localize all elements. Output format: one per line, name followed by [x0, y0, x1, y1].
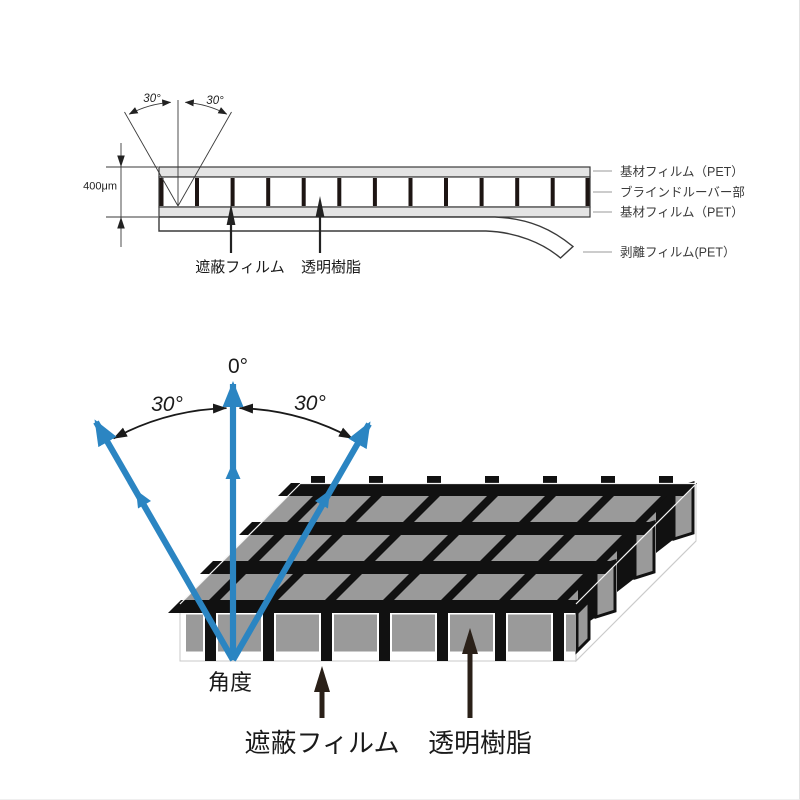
row-end-caps	[575, 480, 695, 655]
base-film-top-layer	[158, 166, 591, 178]
top-angle-right-label: 30°	[206, 95, 224, 107]
shield-film-label-top: 遮蔽フィルム	[195, 259, 284, 276]
angle-label: 角度	[208, 670, 252, 695]
clear-resin-label-top: 透明樹脂	[301, 259, 361, 276]
release-film-label: 剥離フィルム(PET）	[620, 246, 735, 260]
thickness-label: 400μm	[83, 181, 117, 193]
angle-arc	[113, 403, 353, 440]
leader-lines	[583, 170, 612, 253]
clear-resin-label-bottom: 透明樹脂	[428, 728, 532, 758]
bottom-angle-left-label: 30°	[151, 393, 183, 416]
base-film-top-label: 基材フィルム（PET）	[620, 165, 744, 179]
dimension-arrow-up	[117, 217, 125, 229]
louver-3d-diagram: 0° 30° 30° 角度 遮蔽フィルム 透明樹脂	[93, 355, 698, 758]
zero-degree-label: 0°	[228, 355, 248, 378]
base-film-bottom-layer	[158, 206, 591, 218]
louver-front-face	[186, 604, 576, 661]
louver-back-tabs	[311, 476, 673, 484]
bottom-angle-right-label: 30°	[294, 392, 326, 415]
slab-edge-overlines	[179, 482, 697, 662]
dimension-lines	[106, 143, 158, 247]
louver-part-label: ブラインドルーバー部	[620, 185, 745, 200]
shield-film-label-bottom: 遮蔽フィルム	[245, 728, 400, 758]
base-film-bottom-label: 基材フィルム（PET）	[620, 206, 744, 220]
angle-fan	[124, 99, 232, 207]
louver-bars	[159, 178, 590, 206]
cross-section-diagram: 30° 30° 400μm 基材フィルム（PET） ブラインドルーバー部 基材フ…	[83, 93, 745, 276]
callout-arrows	[226, 196, 325, 253]
release-film-layer	[158, 216, 575, 259]
bottom-callout-arrows	[314, 628, 478, 718]
dimension-arrow-down	[117, 155, 125, 167]
light-direction-arrows	[93, 381, 372, 662]
top-angle-left-label: 30°	[143, 93, 161, 105]
